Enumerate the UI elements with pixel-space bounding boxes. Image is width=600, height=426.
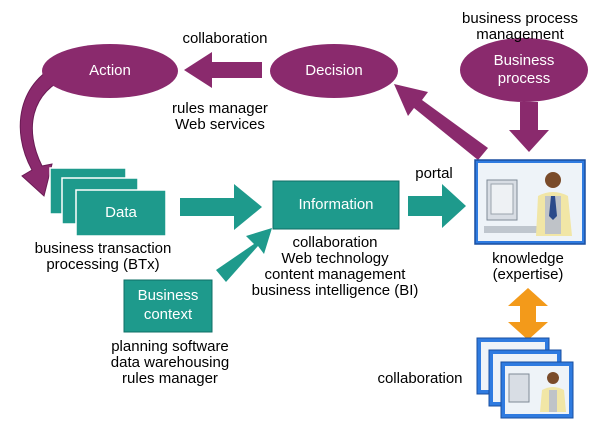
- action-node: [42, 44, 178, 98]
- top-collaboration-label: collaboration: [182, 30, 268, 47]
- info-tech-label-3: content management: [264, 266, 406, 283]
- knowledge-worker-picture: [474, 159, 586, 245]
- decision-node: [270, 44, 398, 98]
- portal-label: portal: [415, 165, 453, 182]
- context-tech-label-2: data warehousing: [110, 354, 230, 371]
- information-to-knowledge-arrow: [408, 184, 466, 228]
- data-to-information-arrow: [180, 184, 262, 230]
- collaboration-pictures: [476, 337, 574, 419]
- data-stack-front: [75, 189, 167, 237]
- action-label: Action: [89, 62, 131, 79]
- info-tech-label-4: business intelligence (BI): [251, 282, 419, 299]
- decision-to-action-arrow: [184, 52, 262, 88]
- knowledge-label-1: knowledge: [492, 250, 564, 267]
- information-node: [272, 180, 400, 230]
- business-process-label-2: process: [497, 70, 551, 87]
- knowledge-to-decision-arrow: [394, 84, 488, 160]
- bpm-label-2: management: [476, 26, 564, 43]
- information-label: Information: [298, 196, 374, 213]
- rules-web-label-2: Web services: [175, 116, 265, 133]
- rules-web-label-1: rules manager: [172, 100, 268, 117]
- business-context-label-2: context: [143, 306, 193, 323]
- business-context-node: [123, 279, 213, 333]
- business-context-label-1: Business: [137, 287, 199, 304]
- info-tech-label-2: Web technology: [281, 250, 389, 267]
- process-to-knowledge-arrow: [509, 102, 549, 152]
- knowledge-collaboration-arrow: [508, 288, 548, 340]
- decision-label: Decision: [305, 62, 363, 79]
- bpm-label-1: business process: [462, 10, 578, 27]
- business-process-node: [460, 38, 588, 102]
- action-to-data-arrow: [19, 61, 71, 197]
- btx-label-2: processing (BTx): [46, 256, 160, 273]
- context-to-information-arrow: [216, 228, 272, 282]
- business-process-label-1: Business: [493, 52, 555, 69]
- context-tech-label-3: rules manager: [122, 370, 218, 387]
- info-tech-label-1: collaboration: [292, 234, 378, 251]
- knowledge-label-2: (expertise): [492, 266, 564, 283]
- context-tech-label-1: planning software: [111, 338, 229, 355]
- data-label: Data: [105, 204, 137, 221]
- bottom-collaboration-label: collaboration: [377, 370, 463, 387]
- btx-label-1: business transaction: [34, 240, 172, 257]
